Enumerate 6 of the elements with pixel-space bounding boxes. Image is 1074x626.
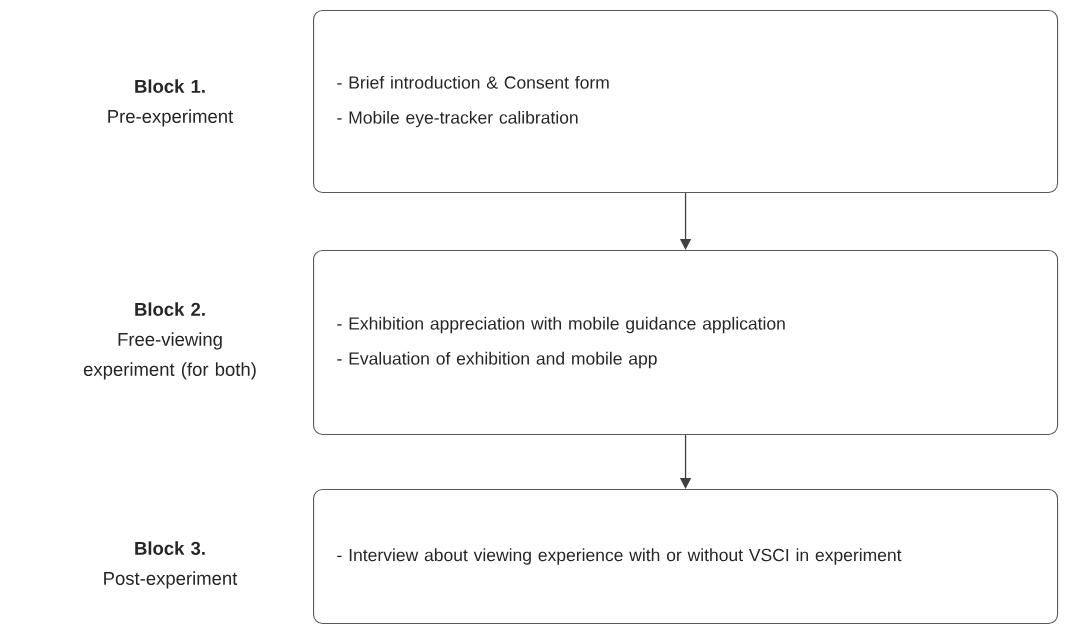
block-label: Block 2. Free-viewing experiment (for both) <box>83 302 256 380</box>
block-label: Block 3. Post-experiment <box>104 541 238 589</box>
process-box: - Interview about viewing experience with or without VSCI in experiment <box>313 489 1059 625</box>
block-label: Block 1. Pre-experiment <box>108 79 234 127</box>
process-box: - Exhibition appreciation with mobile guidance application - Evaluation of exhibition and mobile app <box>313 250 1059 436</box>
process-box: - Brief introduction & Consent form - Mobile eye-tracker calibration <box>313 10 1059 194</box>
